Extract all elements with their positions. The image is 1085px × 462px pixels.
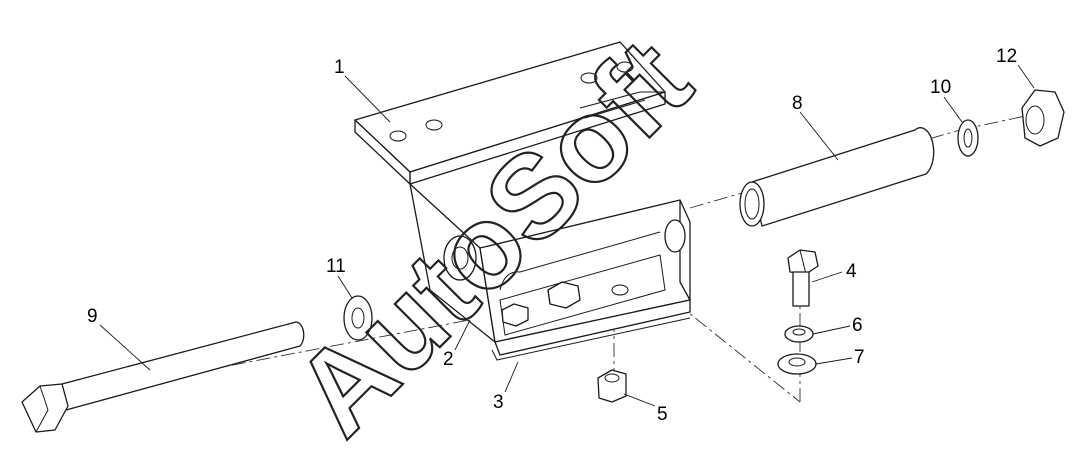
inner-bolts (501, 281, 581, 327)
part-3-base-plate (491, 299, 691, 361)
part-8-sleeve (739, 127, 935, 227)
part-7-flat-washer (777, 353, 817, 375)
part-6-spring-washer (784, 325, 814, 343)
callout-labels: 1 2 3 4 5 6 7 8 9 10 11 12 (87, 46, 1017, 425)
part-4-bolt (787, 249, 819, 307)
callout-7: 7 (854, 347, 865, 368)
callout-11: 11 (326, 256, 346, 277)
callout-4: 4 (846, 261, 857, 282)
part-9-long-bolt (21, 321, 305, 433)
callout-1: 1 (334, 57, 345, 78)
part-5-nut (597, 369, 627, 403)
callout-3: 3 (493, 392, 504, 413)
part-1-mounting-plate (354, 41, 666, 185)
part-11-washer (343, 295, 373, 341)
callout-12: 12 (996, 46, 1017, 67)
callout-8: 8 (792, 93, 803, 114)
part-12-lock-nut (1021, 89, 1065, 147)
callout-9: 9 (87, 306, 98, 327)
part-10-spring-washer (957, 119, 979, 157)
callout-2: 2 (443, 349, 454, 370)
callout-10: 10 (930, 77, 951, 98)
callout-6: 6 (852, 315, 863, 336)
leader-lines (99, 64, 1035, 407)
callout-5: 5 (657, 404, 668, 425)
